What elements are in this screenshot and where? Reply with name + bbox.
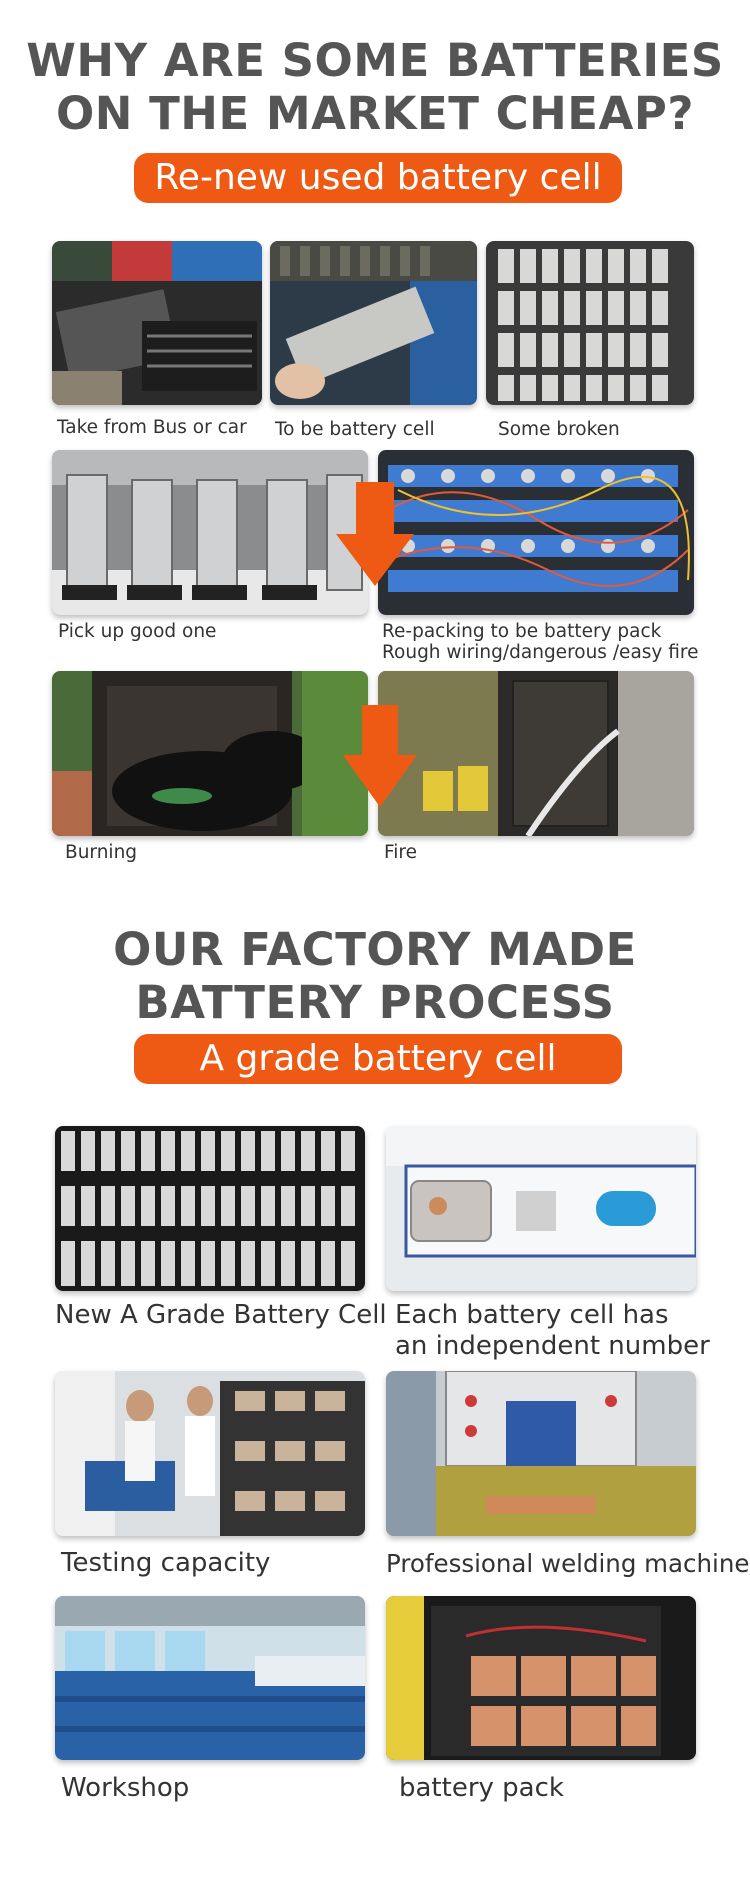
photo-new-cells bbox=[55, 1126, 365, 1291]
photo-battery-pack bbox=[386, 1596, 696, 1760]
photo-broken-cells bbox=[486, 241, 694, 405]
section2-title-line1: OUR FACTORY MADE bbox=[113, 923, 637, 976]
arrow-down-icon-2 bbox=[343, 705, 417, 807]
section1-title-line1: WHY ARE SOME BATTERIES bbox=[26, 34, 724, 87]
caption-burning: Burning bbox=[65, 842, 138, 863]
caption-repacking-1: Re-packing to be battery pack bbox=[382, 621, 662, 642]
photo-cell-in-hand bbox=[270, 241, 477, 405]
caption-to-be-cell: To be battery cell bbox=[275, 419, 435, 440]
photo-burning bbox=[52, 671, 368, 836]
photo-cell-number bbox=[386, 1126, 696, 1291]
caption-workshop: Workshop bbox=[61, 1773, 190, 1803]
caption-independent-1: Each battery cell has bbox=[395, 1300, 669, 1330]
photo-workshop bbox=[55, 1596, 365, 1760]
section1-title-line2: ON THE MARKET CHEAP? bbox=[56, 87, 694, 140]
caption-independent-2: an independent number bbox=[395, 1331, 710, 1361]
section2-title-line2: BATTERY PROCESS bbox=[135, 976, 615, 1029]
caption-testing: Testing capacity bbox=[61, 1548, 271, 1578]
caption-pick-up: Pick up good one bbox=[58, 621, 217, 642]
photo-welding-machine bbox=[386, 1371, 696, 1536]
photo-bus-batteries bbox=[52, 241, 262, 405]
caption-some-broken: Some broken bbox=[498, 419, 620, 440]
section1-pill-banner: Re-new used battery cell bbox=[134, 153, 622, 203]
caption-take-from-bus: Take from Bus or car bbox=[57, 417, 247, 438]
caption-welding: Professional welding machine bbox=[386, 1549, 750, 1578]
photo-fire bbox=[378, 671, 694, 836]
photo-repacking bbox=[378, 450, 694, 615]
caption-repacking-2: Rough wiring/dangerous /easy fire bbox=[382, 642, 699, 663]
arrow-down-icon bbox=[336, 482, 414, 586]
photo-testing-capacity bbox=[55, 1371, 365, 1536]
photo-pick-up-cells bbox=[52, 450, 368, 615]
caption-new-cell: New A Grade Battery Cell bbox=[55, 1300, 387, 1330]
caption-battery-pack: battery pack bbox=[399, 1773, 564, 1803]
caption-fire: Fire bbox=[384, 842, 418, 863]
section2-pill-banner: A grade battery cell bbox=[134, 1034, 622, 1084]
